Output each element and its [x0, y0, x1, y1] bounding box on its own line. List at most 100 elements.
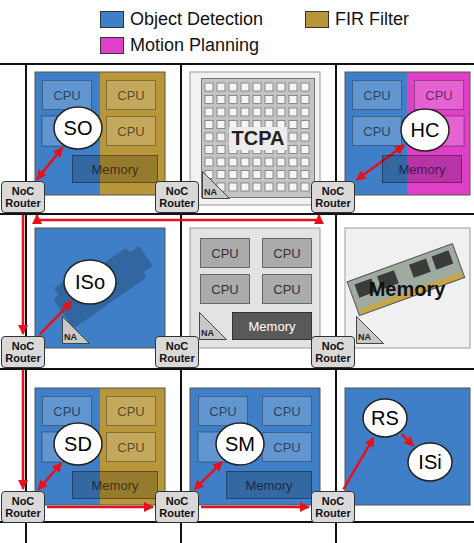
processing-element — [289, 158, 297, 166]
noc-router: NoC Router — [311, 181, 355, 213]
processing-element — [265, 183, 273, 191]
processing-element — [217, 96, 225, 104]
tile-outline — [35, 72, 165, 195]
grid-line — [180, 64, 182, 543]
tile-region — [35, 228, 165, 348]
memory-module-illustration — [347, 244, 465, 316]
processing-element — [301, 108, 309, 116]
noc-router: NoC Router — [311, 491, 355, 523]
data-flow-arrow — [343, 438, 373, 490]
processing-element — [241, 183, 249, 191]
processing-element — [205, 121, 213, 129]
noc-router: NoC Router — [1, 336, 45, 368]
processing-element — [229, 183, 237, 191]
legend-text: FIR Filter — [335, 9, 409, 29]
processing-element — [289, 183, 297, 191]
data-flow-arrow — [22, 370, 25, 489]
task-circle: ISi — [407, 442, 453, 482]
cpu-box: CPU — [106, 396, 156, 426]
processing-element — [205, 146, 213, 154]
adapter-shape — [203, 172, 230, 199]
processing-element — [229, 158, 237, 166]
processing-element — [277, 108, 285, 116]
router-label: NoC Router — [3, 185, 43, 209]
grid-line — [0, 368, 474, 370]
processing-element — [241, 108, 249, 116]
node-label: CPU — [53, 88, 80, 103]
processing-element — [265, 108, 273, 116]
network-adapter: NA — [199, 312, 227, 340]
cpu-box: CPU — [200, 238, 250, 268]
node-label: CPU — [425, 88, 452, 103]
circle-shape — [363, 399, 407, 437]
camera-illustration — [48, 235, 156, 329]
processing-element — [229, 83, 237, 91]
memory-box: Memory — [72, 155, 158, 183]
processing-element — [241, 158, 249, 166]
adapter-shape — [357, 317, 384, 344]
circle-shape — [64, 260, 116, 304]
network-adapter: NA — [356, 316, 384, 344]
grid-line — [25, 64, 27, 543]
router-label: NoC Router — [3, 340, 43, 364]
legend-text: Object Detection — [130, 9, 263, 29]
processing-element — [265, 158, 273, 166]
data-flow-arrow — [201, 506, 309, 509]
processing-element — [253, 171, 261, 179]
processing-element — [217, 146, 225, 154]
processing-element — [265, 171, 273, 179]
processing-element — [277, 183, 285, 191]
processing-element — [253, 83, 261, 91]
circle-shape — [216, 423, 264, 465]
node-label: Memory — [249, 319, 296, 334]
processing-element — [301, 83, 309, 91]
grid-line — [0, 521, 474, 523]
node-label: CPU — [117, 124, 144, 139]
node-label: TCPA — [229, 127, 288, 150]
noc-router: NoC Router — [1, 491, 45, 523]
processing-element — [205, 96, 213, 104]
processing-element — [277, 83, 285, 91]
legend-text: Motion Planning — [130, 35, 259, 55]
tile-region — [190, 388, 320, 505]
router-label: NoC Router — [3, 495, 43, 519]
circle-shape — [401, 109, 449, 151]
cpu-box: CPU — [414, 80, 464, 110]
task-circle: ISo — [63, 259, 117, 305]
data-flow-arrow — [37, 148, 62, 180]
processing-element — [217, 83, 225, 91]
processing-element — [217, 121, 225, 129]
node-label: CPU — [117, 404, 144, 419]
memory-box: Memory — [72, 471, 158, 499]
node-label: Memory — [92, 162, 139, 177]
adapter-shape — [200, 313, 227, 340]
processing-element — [205, 133, 213, 141]
processing-element — [301, 183, 309, 191]
processing-element — [301, 133, 309, 141]
data-flow-arrow — [38, 463, 61, 490]
node-label: CPU — [273, 440, 300, 455]
node-label: Memory — [399, 162, 446, 177]
processing-element — [217, 171, 225, 179]
noc-router: NoC Router — [155, 336, 199, 368]
circle-shape — [408, 443, 452, 481]
processing-element — [301, 158, 309, 166]
processing-element — [205, 158, 213, 166]
memory-chip — [409, 259, 431, 278]
noc-router: NoC Router — [1, 181, 45, 213]
grid-line — [335, 64, 337, 543]
node-label: NA — [201, 328, 214, 338]
tile-outline — [190, 72, 320, 205]
legend-swatch — [100, 11, 124, 28]
data-flow-arrow — [47, 506, 153, 509]
legend-swatch — [100, 37, 124, 54]
cpu-box: CPU — [262, 274, 312, 304]
network-adapter: NA — [202, 171, 230, 199]
processing-element — [289, 133, 297, 141]
tile-outline — [345, 72, 470, 195]
processing-element — [289, 108, 297, 116]
node-label: CPU — [117, 88, 144, 103]
cpu-box: CPU — [262, 432, 312, 462]
data-flow-arrow — [22, 215, 25, 334]
